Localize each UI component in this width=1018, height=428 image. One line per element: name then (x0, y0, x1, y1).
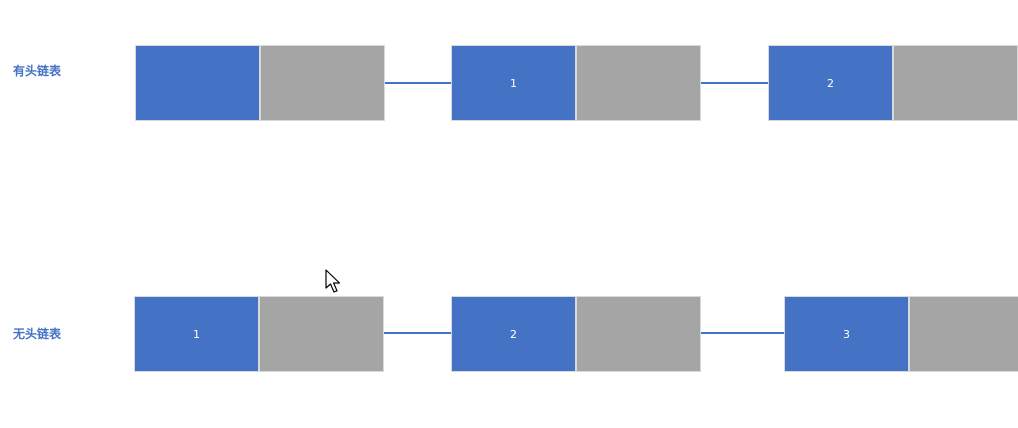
list-node-1: 1 (451, 45, 701, 121)
node-data-cell: 1 (134, 296, 259, 372)
list-node-2: 2 (451, 296, 701, 372)
node-pointer-cell (259, 296, 384, 372)
list-node-head (135, 45, 385, 121)
node-data-cell: 2 (768, 45, 893, 121)
node-data-cell: 2 (451, 296, 576, 372)
list-node-2: 2 (768, 45, 1018, 121)
node-pointer-cell (576, 45, 701, 121)
node-pointer-cell (260, 45, 385, 121)
link-line (701, 332, 784, 334)
link-line (385, 82, 451, 84)
node-data-cell (135, 45, 260, 121)
list-node-3: 3 (784, 296, 1018, 372)
node-data-cell: 3 (784, 296, 909, 372)
node-pointer-cell (893, 45, 1018, 121)
mouse-pointer-icon (325, 269, 341, 293)
link-line (701, 82, 768, 84)
row-label-headless-list: 无头链表 (13, 327, 62, 341)
node-pointer-cell (909, 296, 1018, 372)
node-pointer-cell (576, 296, 701, 372)
row-label-headed-list: 有头链表 (13, 64, 62, 78)
list-node-1: 1 (134, 296, 384, 372)
node-data-cell: 1 (451, 45, 576, 121)
link-line (384, 332, 451, 334)
